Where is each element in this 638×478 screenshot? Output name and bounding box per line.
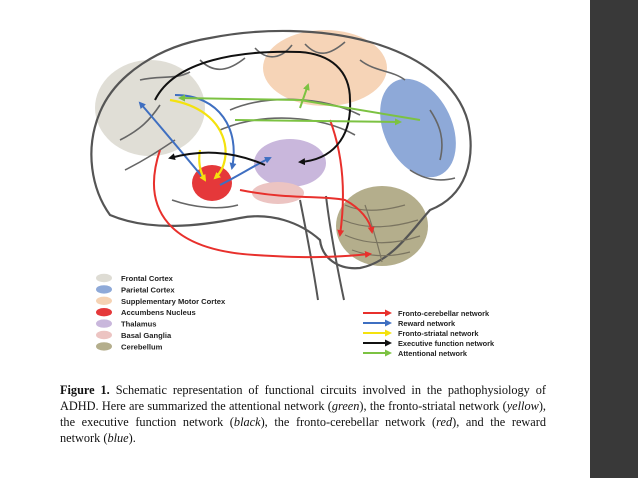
caption-label: Figure 1. [60, 383, 110, 397]
network-legend-label: Fronto-striatal network [398, 329, 479, 338]
brainstem [299, 195, 345, 301]
region-legend-label: Supplementary Motor Cortex [121, 297, 226, 306]
region-legend-swatch [96, 319, 112, 328]
region-legend-label: Frontal Cortex [121, 274, 174, 283]
caption-text-3: ), the executive function network ( [60, 399, 546, 429]
fronto-striatal-arrow [169, 98, 227, 180]
cerebellum-folds [342, 204, 421, 263]
parietal-cortex-region [380, 78, 456, 178]
right-sidebar [590, 0, 638, 478]
caption-text-6: ). [128, 431, 136, 445]
region-legend-swatch [96, 296, 112, 305]
fronto-cerebellar-arrow-3 [329, 119, 345, 237]
attentional-arrow-1 [178, 94, 421, 121]
region-legend-label: Parietal Cortex [121, 285, 175, 294]
region-legend-label: Thalamus [121, 320, 156, 329]
network-legend-label: Reward network [398, 319, 456, 328]
network-legend-label: Executive function network [398, 339, 495, 348]
supplementary-motor-cortex-region [263, 30, 387, 106]
region-legend-label: Basal Ganglia [121, 331, 172, 340]
caption-black: black [233, 415, 261, 429]
frontal-cortex-region [95, 60, 205, 156]
executive-function-arrow-2 [168, 151, 266, 166]
thalamus-region [254, 139, 326, 187]
brain-outline [90, 29, 472, 270]
region-legend-label: Accumbens Nucleus [121, 308, 196, 317]
network-legend-label: Fronto-cerebellar network [398, 309, 490, 318]
attentional-arrow-2 [234, 118, 402, 126]
basal-ganglia-region [252, 182, 304, 204]
figure-caption: Figure 1. Schematic representation of fu… [60, 382, 546, 446]
cortical-folds [119, 41, 456, 209]
caption-blue: blue [107, 431, 129, 445]
region-legend-swatch [96, 330, 112, 340]
reward-arrow-2 [219, 156, 272, 186]
region-legend-swatch [96, 273, 112, 283]
reward-arrow-1 [138, 101, 206, 181]
caption-text-5: ), and the reward network ( [60, 415, 546, 445]
executive-function-arrow-1 [154, 50, 352, 166]
caption-text-1: Schematic representation of functional c… [60, 383, 547, 413]
region-legend-swatch [96, 342, 112, 351]
caption-text-2: ), the fronto-striatal network ( [359, 399, 507, 413]
fronto-cerebellar-arrow-2 [239, 189, 375, 234]
caption-red: red [436, 415, 453, 429]
fronto-cerebellar-arrow-1 [153, 149, 372, 259]
region-legend-label: Cerebellum [121, 342, 163, 351]
region-legend-swatch [96, 285, 112, 294]
caption-text-4: ), the fronto-cerebellar network ( [260, 415, 437, 429]
network-legend-label: Attentional network [398, 349, 468, 358]
region-legend-swatch [96, 308, 112, 317]
attentional-arrow-3 [299, 83, 310, 109]
caption-yellow: yellow [506, 399, 539, 413]
caption-green: green [331, 399, 360, 413]
